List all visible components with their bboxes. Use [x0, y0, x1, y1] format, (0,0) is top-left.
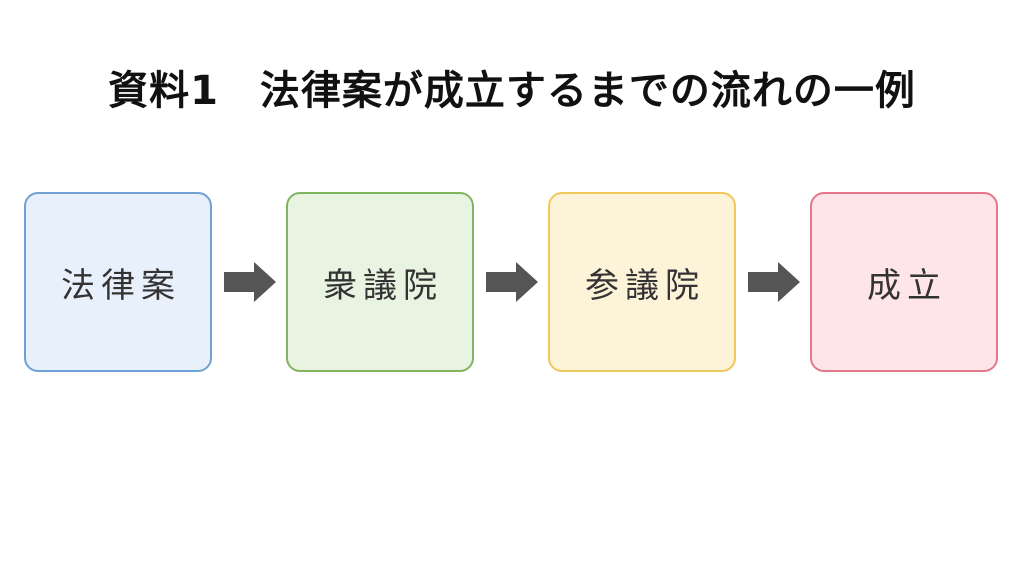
flow-diagram: 法律案 衆議院 参議院 成立	[0, 192, 1024, 374]
step-box-house-of-representatives: 衆議院	[286, 192, 474, 372]
step-label-house-of-councillors: 参議院	[585, 265, 705, 306]
arrow-shape	[748, 262, 800, 302]
arrow-right-icon	[486, 262, 538, 302]
arrow-right-icon	[748, 262, 800, 302]
arrow-right-icon	[224, 262, 276, 302]
step-box-enacted: 成立	[810, 192, 998, 372]
step-box-bill: 法律案	[24, 192, 212, 372]
step-label-house-of-representatives: 衆議院	[323, 265, 443, 306]
diagram-title: 資料1 法律案が成立するまでの流れの一例	[108, 68, 916, 114]
step-label-enacted: 成立	[867, 265, 947, 306]
step-box-house-of-councillors: 参議院	[548, 192, 736, 372]
step-label-bill: 法律案	[61, 265, 181, 306]
arrow-shape	[486, 262, 538, 302]
arrow-shape	[224, 262, 276, 302]
